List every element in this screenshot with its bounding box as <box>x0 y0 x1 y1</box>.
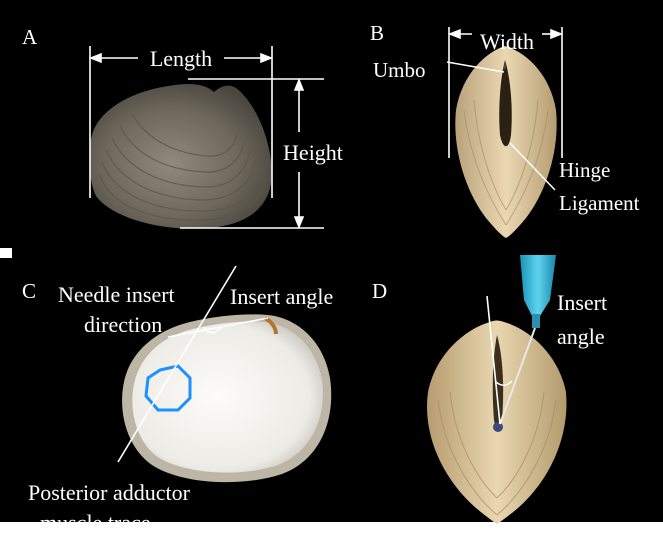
length-label: Length <box>150 46 212 71</box>
insert-angle-label-d-line2: angle <box>557 324 605 349</box>
insert-angle-label-d-line1: Insert <box>557 290 607 315</box>
panel-gap-mark <box>0 248 12 258</box>
muscle-label-line1: Posterior adductor <box>28 480 191 505</box>
hinge-label-line1: Hinge <box>559 158 610 182</box>
height-label: Height <box>283 140 343 165</box>
panel-d-letter: D <box>372 279 387 303</box>
panel-b-letter: B <box>370 21 384 45</box>
panel-a-letter: A <box>22 25 38 49</box>
needle-label-line2: direction <box>84 312 162 337</box>
shell-interior <box>132 321 323 472</box>
muscle-label-line2: muscle trace <box>40 510 151 535</box>
insert-angle-label-c: Insert angle <box>230 284 333 309</box>
hinge-label-line2: Ligament <box>559 191 640 215</box>
umbo-label: Umbo <box>373 58 426 82</box>
needle-entry-point <box>493 422 503 432</box>
needle-collar <box>532 314 540 328</box>
width-label: Width <box>480 29 534 54</box>
panel-c-letter: C <box>22 279 36 303</box>
clam-shell-closed <box>89 84 272 229</box>
needle-label-line1: Needle insert <box>58 282 175 307</box>
